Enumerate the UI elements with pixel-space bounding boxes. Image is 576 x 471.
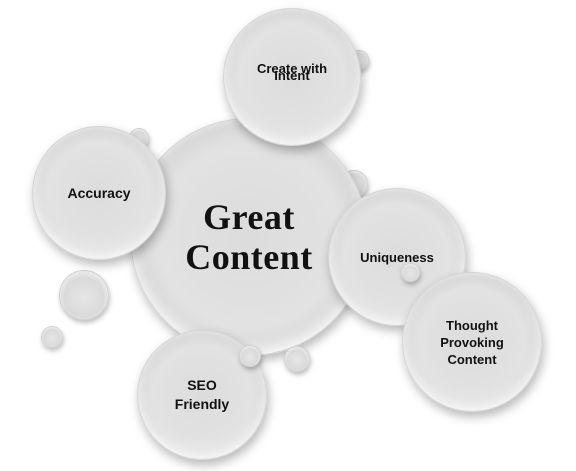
intent-line1: Create with xyxy=(256,61,328,76)
uniqueness-line1: Uniqueness xyxy=(360,249,434,265)
thought-line2: Provoking xyxy=(440,334,504,350)
intent-line2: Intent xyxy=(274,68,310,83)
bubble-thought-provoking: Thought Provoking Content xyxy=(402,272,542,412)
droplet xyxy=(239,345,261,367)
droplet xyxy=(59,270,109,320)
droplet xyxy=(41,326,63,348)
droplet xyxy=(401,263,420,282)
seo-line1: SEO xyxy=(187,377,217,393)
bubble-create-with-intent: Create with Intent xyxy=(223,8,361,146)
accuracy-line1: Accuracy xyxy=(67,184,131,201)
center-label-line1: Great xyxy=(203,197,295,237)
thought-line1: Thought xyxy=(446,317,498,333)
center-bubble: Great Content xyxy=(130,118,368,356)
bubble-accuracy: Accuracy xyxy=(32,126,166,260)
center-label: Great Content xyxy=(185,197,313,277)
droplet xyxy=(284,346,310,372)
seo-line2: Friendly xyxy=(174,396,230,412)
center-label-line2: Content xyxy=(185,237,313,277)
thought-line3: Content xyxy=(447,351,497,367)
